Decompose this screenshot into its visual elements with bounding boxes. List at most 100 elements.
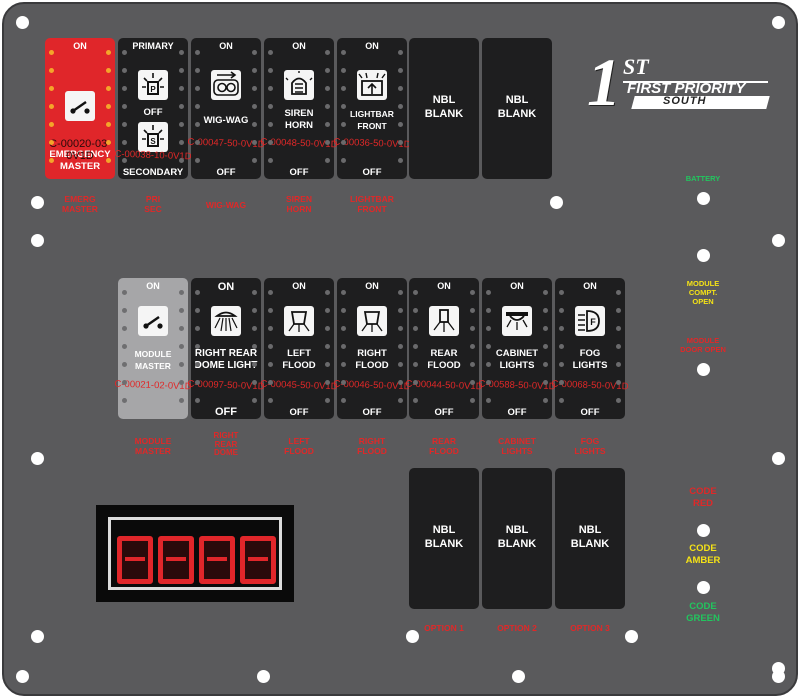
indicator-led <box>543 290 548 295</box>
toggle-switch-icon <box>138 306 168 336</box>
on-label: ON <box>292 41 306 51</box>
indicator-led <box>341 344 346 349</box>
secondary-icon: S <box>138 122 168 152</box>
mounting-hole <box>30 629 44 643</box>
on-label: ON <box>292 281 306 291</box>
indicator-led <box>195 104 200 109</box>
on-label: ON <box>73 41 87 51</box>
indicator-led <box>49 122 54 127</box>
indicator-led <box>252 50 257 55</box>
indicator-led <box>341 380 346 385</box>
indicator-led <box>398 68 403 73</box>
on-label: ON <box>219 41 233 51</box>
indicator-led <box>559 290 564 295</box>
indicator-led <box>413 398 418 403</box>
indicator-led <box>179 68 184 73</box>
mounting-hole <box>696 580 710 594</box>
indicator-led <box>559 326 564 331</box>
switch-label: CABINET LIGHTS <box>495 348 539 371</box>
fog-lights-switch[interactable]: ON F FOG LIGHTS OFF C-00068-50-0V1D <box>551 278 629 419</box>
indicator-led <box>122 344 127 349</box>
mounting-hole <box>696 248 710 262</box>
indicator-led <box>122 380 127 385</box>
indicator-led <box>486 290 491 295</box>
indicator-led <box>122 326 127 331</box>
indicator-led <box>325 326 330 331</box>
indicator-led <box>49 158 54 163</box>
indicator-led <box>398 122 403 127</box>
indicator-led <box>325 380 330 385</box>
indicator-led <box>252 122 257 127</box>
indicator-led <box>486 380 491 385</box>
indicator-led <box>268 362 273 367</box>
display-digit <box>199 536 235 584</box>
blank-label: NBL BLANK <box>424 94 464 120</box>
indicator-led <box>398 50 403 55</box>
on-label: ON <box>365 41 379 51</box>
logo-line <box>623 81 768 83</box>
indicator-led <box>413 326 418 331</box>
indicator-led <box>122 140 127 145</box>
caption-wig-wag: WIG-WAG <box>205 200 247 210</box>
rear-flood-switch[interactable]: ON REAR FLOOD OFF C-00044-50-0V1D <box>405 278 483 419</box>
indicator-led <box>252 344 257 349</box>
indicator-led <box>49 68 54 73</box>
caption-lightbar-front: LIGHTBAR FRONT <box>350 194 394 214</box>
indicator-led <box>268 68 273 73</box>
mounting-hole <box>549 195 563 209</box>
siren-horn-switch[interactable]: ON SIREN HORN OFF C-00048-50-0V1D <box>260 38 338 179</box>
indicator-led <box>252 158 257 163</box>
module-master-switch[interactable]: ON MODULE MASTER C-00021-02-0V1D <box>114 278 192 419</box>
indicator-led <box>325 308 330 313</box>
right-rear-dome-switch[interactable]: ON RIGHT REAR DOME LIGHT OFF C-00097-50-… <box>187 278 265 419</box>
indicator-led <box>252 290 257 295</box>
indicator-led <box>413 362 418 367</box>
indicator-led <box>616 380 621 385</box>
nbl-blank-option-1: NBL BLANK <box>409 468 479 609</box>
on-label: ON <box>217 281 235 293</box>
mounting-hole <box>696 523 710 537</box>
switch-label: WIG-WAG <box>203 115 249 126</box>
indicator-led <box>413 308 418 313</box>
indicator-led <box>195 398 200 403</box>
indicator-led <box>179 290 184 295</box>
lightbar-front-switch[interactable]: ON LIGHTBAR FRONT OFF C-00036-50-0V1D <box>333 38 411 179</box>
brand-logo: 1 ST FIRST PRIORITY SOUTH <box>585 48 775 120</box>
mounting-hole <box>30 195 44 209</box>
indicator-led <box>195 380 200 385</box>
blank-label: NBL BLANK <box>497 94 537 120</box>
mounting-hole <box>30 233 44 247</box>
indicator-led <box>559 380 564 385</box>
logo-line2: SOUTH <box>663 95 707 107</box>
indicator-led <box>179 362 184 367</box>
indicator-led <box>49 140 54 145</box>
indicator-led <box>341 290 346 295</box>
blank-label: NBL BLANK <box>424 524 464 550</box>
indicator-led <box>543 344 548 349</box>
off-label: OFF <box>289 407 309 418</box>
indicator-led <box>398 158 403 163</box>
on-label: ON <box>583 281 597 291</box>
right-flood-switch[interactable]: ON RIGHT FLOOD OFF C-00046-50-0V1D <box>333 278 411 419</box>
pri-sec-switch[interactable]: PRIMARY P OFF S SECONDARY C-00038-10-0V1… <box>114 38 192 179</box>
emergency-master-switch[interactable]: ON EMERGENCY MASTER C-00020-03-0V1D <box>45 38 115 179</box>
switch-label: SIREN HORN <box>284 108 314 131</box>
wig-wag-switch[interactable]: ON WIG-WAG OFF C-00047-50-0V1D <box>187 38 265 179</box>
cabinet-lights-switch[interactable]: ON CABINET LIGHTS OFF C-00588-50-0V1D <box>478 278 556 419</box>
indicator-led <box>559 362 564 367</box>
display-digit <box>117 536 153 584</box>
indicator-led <box>616 344 621 349</box>
indicator-led <box>179 326 184 331</box>
indicator-led <box>195 290 200 295</box>
off-label: OFF <box>580 407 600 418</box>
left-flood-switch[interactable]: ON LEFT FLOOD OFF C-00045-50-0V1D <box>260 278 338 419</box>
on-label: ON <box>510 281 524 291</box>
indicator-led <box>341 68 346 73</box>
caption-rear-flood: REAR FLOOD <box>429 436 459 456</box>
indicator-led <box>470 362 475 367</box>
off-label: OFF <box>434 407 454 418</box>
indicator-code-amber: CODE AMBER <box>685 543 721 566</box>
indicator-led <box>470 380 475 385</box>
indicator-led <box>398 86 403 91</box>
indicator-led <box>616 290 621 295</box>
